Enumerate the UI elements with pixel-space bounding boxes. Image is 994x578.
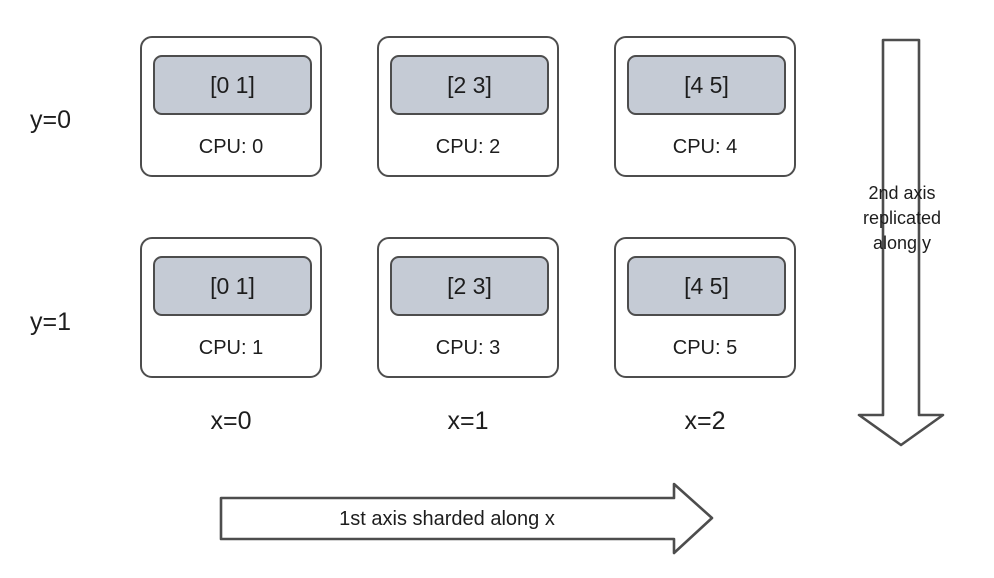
col-label-x1: x=1 (447, 407, 489, 435)
cell-y0-x1[interactable]: [2 3] CPU: 2 (377, 36, 559, 177)
vertical-down-arrow (857, 38, 945, 447)
cell-y0-x2[interactable]: [4 5] CPU: 4 (614, 36, 796, 177)
horizontal-right-arrow (219, 482, 714, 555)
shard-box: [0 1] (153, 256, 312, 316)
vertical-arrow-caption-line3: along y (872, 233, 932, 253)
shard-box: [2 3] (390, 256, 549, 316)
shard-label: [0 1] (210, 272, 255, 299)
shard-box: [2 3] (390, 55, 549, 115)
vertical-arrow-caption-line2: replicated (862, 208, 942, 228)
vertical-arrow-caption: 2nd axis replicated along y (832, 181, 972, 256)
cpu-label: CPU: 1 (198, 337, 264, 359)
cpu-label: CPU: 5 (672, 337, 738, 359)
shard-label: [4 5] (684, 71, 729, 98)
shard-label: [2 3] (447, 272, 492, 299)
cpu-label: CPU: 2 (435, 136, 501, 158)
shard-box: [0 1] (153, 55, 312, 115)
cpu-label: CPU: 4 (672, 136, 738, 158)
row-label-y1: y=1 (30, 308, 72, 336)
cpu-label: CPU: 3 (435, 337, 501, 359)
cpu-label: CPU: 0 (198, 136, 264, 158)
col-label-x2: x=2 (684, 407, 726, 435)
shard-label: [0 1] (210, 71, 255, 98)
horizontal-arrow-shape (219, 482, 714, 555)
vertical-arrow-caption-line1: 2nd axis (868, 183, 936, 203)
cell-y1-x0[interactable]: [0 1] CPU: 1 (140, 237, 322, 378)
row-label-y0: y=0 (30, 106, 72, 134)
shard-box: [4 5] (627, 256, 786, 316)
shard-box: [4 5] (627, 55, 786, 115)
cell-y0-x0[interactable]: [0 1] CPU: 0 (140, 36, 322, 177)
shard-label: [4 5] (684, 272, 729, 299)
col-label-x0: x=0 (210, 407, 252, 435)
shard-label: [2 3] (447, 71, 492, 98)
horizontal-arrow-caption: 1st axis sharded along x (339, 508, 555, 530)
cell-y1-x1[interactable]: [2 3] CPU: 3 (377, 237, 559, 378)
cell-y1-x2[interactable]: [4 5] CPU: 5 (614, 237, 796, 378)
vertical-arrow-shape (857, 38, 945, 447)
